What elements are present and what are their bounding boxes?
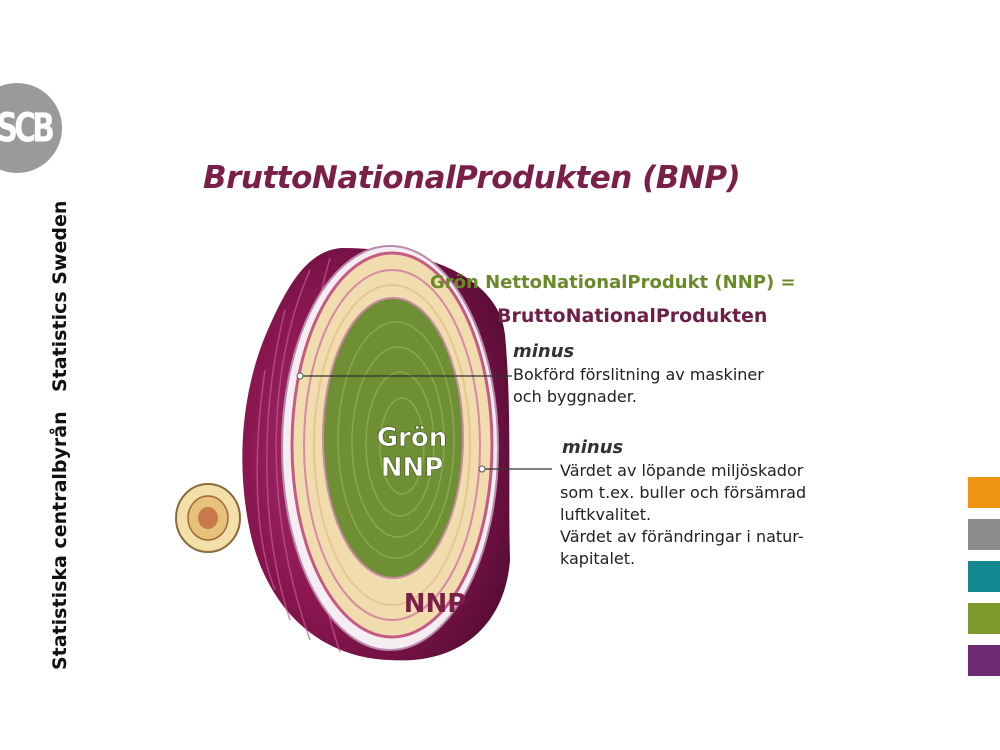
deduction-1-text: Bokförd förslitning av maskiner och bygg… <box>513 364 764 408</box>
minus-label-2: minus <box>562 437 624 458</box>
deduction-2-text: Värdet av löpande miljöskador som t.ex. … <box>560 460 806 570</box>
scb-logo: SCB <box>0 83 62 173</box>
sidebar-text-top: Statistics Sweden <box>49 200 71 392</box>
formula-line-2: BruttoNationalProdukten <box>497 305 768 327</box>
swatch-teal <box>968 561 1000 592</box>
minus-label-1: minus <box>513 341 575 362</box>
onion-outer-label: NNP <box>404 589 467 619</box>
logo-text: SCB <box>0 104 55 152</box>
onion-core <box>322 297 464 579</box>
deduction-2-line: kapitalet. <box>560 549 636 568</box>
swatch-purple <box>968 645 1000 676</box>
page-title: BruttoNationalProdukten (BNP) <box>203 160 741 196</box>
swatch-green <box>968 603 1000 634</box>
formula-line-1: Grön NettoNationalProdukt (NNP) = <box>430 272 796 293</box>
deduction-2-line: Värdet av förändringar i natur- <box>560 527 804 546</box>
onion-inner-label-1: Grön <box>377 423 448 453</box>
onion-diagram: Grön NNP NNP <box>175 245 552 661</box>
onion-root <box>175 483 241 553</box>
color-swatch-bar <box>968 477 1000 687</box>
swatch-gray <box>968 519 1000 550</box>
swatch-orange <box>968 477 1000 508</box>
deduction-2-line: som t.ex. buller och försämrad <box>560 483 807 502</box>
deduction-1-line: Bokförd förslitning av maskiner <box>513 365 764 384</box>
deduction-1-line: och byggnader. <box>513 387 637 406</box>
onion-inner-label-2: NNP <box>381 453 444 483</box>
onion-core-rings <box>337 321 455 559</box>
deduction-2-line: luftkvalitet. <box>560 505 652 524</box>
sidebar-text-bottom: Statistiska centralbyrån <box>49 411 71 670</box>
deduction-2-line: Värdet av löpande miljöskador <box>560 461 804 480</box>
